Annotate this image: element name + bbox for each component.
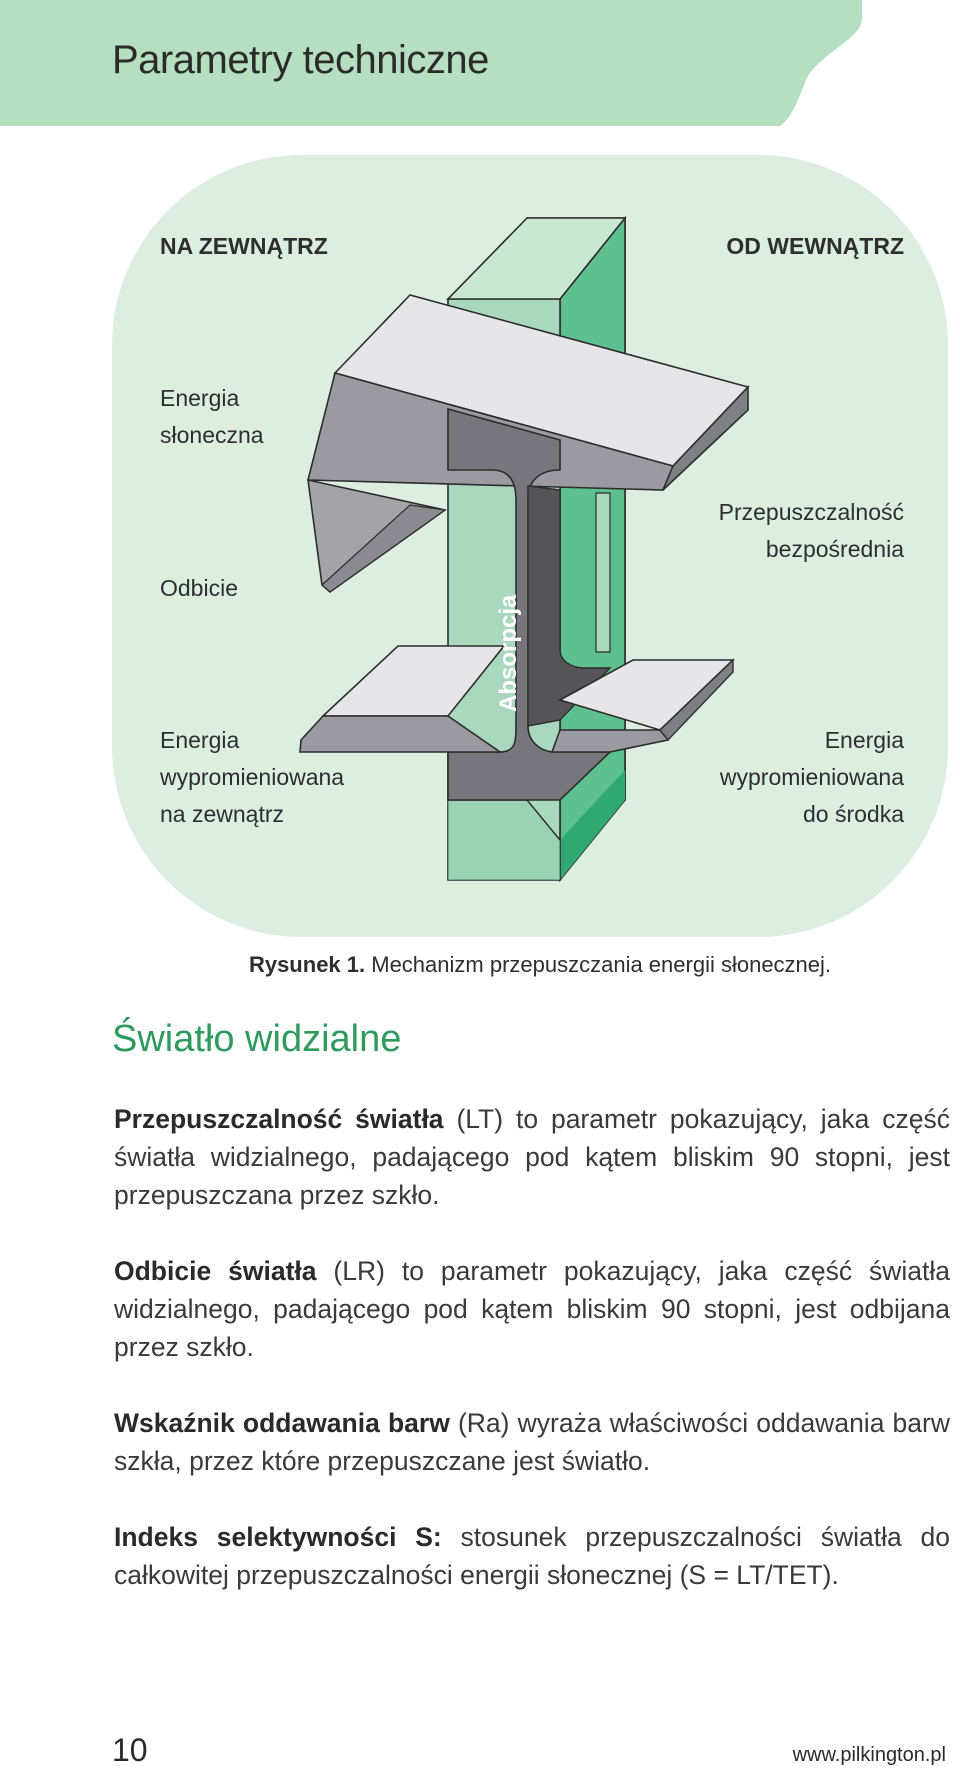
figure-caption: Rysunek 1. Mechanizm przepuszczania ener… [0,952,960,978]
header-band-shape [0,0,862,126]
inside-label: OD WEWNĄTRZ [726,233,904,259]
term: Indeks selektywności S: [114,1522,442,1552]
page-title: Parametry techniczne [112,38,489,82]
paragraph-text: (Ra) wyraża właściwości oddawania barw s… [114,1408,950,1476]
term: Odbicie światła [114,1256,317,1286]
paragraph-text: (LT) to parametr pokazujący, jaka część … [114,1104,950,1210]
paragraph-selectivity: Indeks selektywności S: stosunek przepus… [114,1518,950,1594]
reflection-label: Odbicie [160,575,238,601]
emitted-outside-arrow-front [299,715,503,753]
paragraph-text: (LR) to parametr pokazujący, jaka część … [114,1256,950,1362]
glass-side-face-dark [560,770,625,880]
glass-top-face [446,217,627,300]
paragraph-light-reflection: Odbicie światła (LR) to parametr pokazuj… [114,1252,950,1366]
solar-energy-label: Energia słoneczna [160,385,264,448]
paragraph-text: stosunek przepuszczalności światła do ca… [114,1522,950,1590]
caption-text: Mechanizm przepuszczania energii słonecz… [365,952,832,977]
emitted-outside-label: Energia wypromieniowana na zewnątrz [160,727,345,827]
absorption-label: Absorpcja [495,594,522,712]
paragraph-color-rendering: Wskaźnik oddawania barw (Ra) wyraża właś… [114,1404,950,1480]
outside-label: NA ZEWNĄTRZ [160,233,328,259]
caption-label: Rysunek 1. [248,952,366,977]
paragraph-light-transmission: Przepuszczalność światła (LT) to paramet… [114,1100,950,1214]
term: Wskaźnik oddawania barw [114,1408,450,1438]
section-title: Światło widzialne [112,1018,402,1060]
header-band [0,0,960,126]
emitted-inside-arrow-front [550,729,670,753]
direct-transmission-label: Przepuszczalność bezpośrednia [718,499,904,562]
website-link[interactable]: www.pilkington.pl [792,1744,946,1766]
term: Przepuszczalność światła [114,1104,444,1134]
solar-energy-diagram: Absorpcja [299,215,750,883]
emitted-inside-label: Energia wypromieniowana do środka [719,727,904,827]
page-number: 10 [112,1732,148,1768]
incoming-arrow-side [662,384,749,491]
